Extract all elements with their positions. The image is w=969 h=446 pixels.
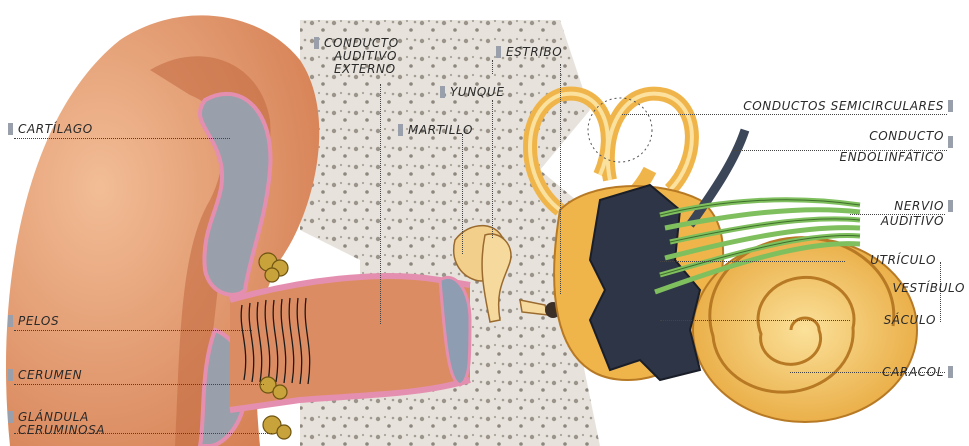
label-cerumen: Cerumen — [18, 369, 82, 381]
label-utriculo: Utrículo — [820, 254, 936, 266]
label-yunque: Yunque — [450, 86, 505, 98]
label-conducto-endo-line1: Conducto — [790, 130, 944, 142]
label-vestibulo: Vestíbulo — [840, 282, 965, 294]
label-conducto-ext-line1: Conducto — [324, 37, 399, 49]
label-martillo: Martillo — [408, 124, 473, 136]
label-nervio-line1: Nervio — [840, 200, 944, 212]
label-estribo: Estribo — [506, 46, 562, 58]
label-conducto-ext-line2: auditivo — [334, 50, 397, 62]
label-glandula-line2: ceruminosa — [18, 424, 105, 436]
label-nervio-line2: auditivo — [840, 215, 944, 227]
label-saculo: Sáculo — [820, 314, 936, 326]
label-cartilago: Cartílago — [18, 123, 93, 135]
label-caracol: Caracol — [820, 366, 944, 378]
label-conducto-ext-line3: externo — [334, 63, 396, 75]
label-conductos-semicirculares: Conductos semicirculares — [690, 100, 944, 112]
label-conducto-endo-line2: endolinfático — [790, 151, 944, 163]
label-glandula-line1: Glándula — [18, 411, 89, 423]
label-pelos: Pelos — [18, 315, 59, 327]
